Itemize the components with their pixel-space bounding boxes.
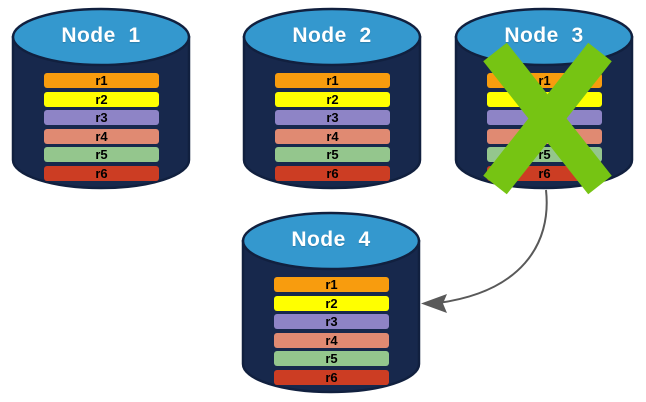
node-4-title: Node 4 xyxy=(291,228,371,251)
recovery-arrow-line xyxy=(437,189,548,304)
node-4-row-r1: r1 xyxy=(274,277,389,292)
node-1-row-r2: r2 xyxy=(44,91,159,107)
node-2-title: Node 2 xyxy=(292,24,372,47)
cylinder-node-4: Node 4 r1 r2 r3 r4 r5 r6 xyxy=(241,210,421,395)
node-3-title: Node 3 xyxy=(504,24,584,47)
node-1-row-r6: r6 xyxy=(44,165,159,181)
node-2-row-r4: r4 xyxy=(275,128,390,144)
node-1-row-r1: r1 xyxy=(44,73,159,88)
node-2-row-r2: r2 xyxy=(275,91,390,107)
cylinder-top-disc xyxy=(11,7,191,67)
node-1-row-r3: r3 xyxy=(44,110,159,125)
node-4-row-r2: r2 xyxy=(274,295,389,311)
cylinder-node-1: Node 1 r1 r2 r3 r4 r5 r6 xyxy=(11,6,191,191)
node-4-row-r6: r6 xyxy=(274,369,389,385)
node-4-row-r4: r4 xyxy=(274,332,389,348)
recovery-arrow-head xyxy=(421,294,447,313)
node-4-row-r3: r3 xyxy=(274,314,389,329)
node-1-row-r5: r5 xyxy=(44,147,159,162)
node-2-row-r1: r1 xyxy=(275,73,390,88)
node-2-row-r5: r5 xyxy=(275,147,390,162)
node-4-row-r5: r5 xyxy=(274,351,389,366)
node-2-row-r3: r3 xyxy=(275,110,390,125)
cylinder-top-disc xyxy=(241,211,421,271)
node-1-title: Node 1 xyxy=(61,24,141,47)
cylinder-top-disc xyxy=(242,7,422,67)
node-2-row-r6: r6 xyxy=(275,165,390,181)
cylinder-node-2: Node 2 r1 r2 r3 r4 r5 r6 xyxy=(242,6,422,191)
node-1-row-r4: r4 xyxy=(44,128,159,144)
